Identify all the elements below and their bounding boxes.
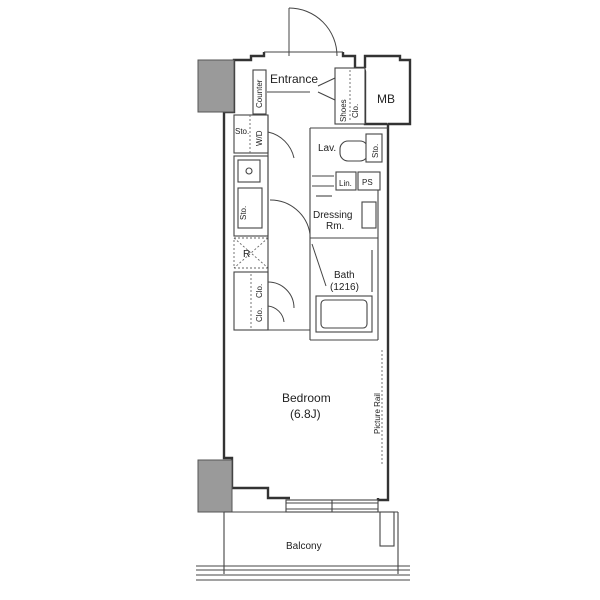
- shoes-clo-label-1: Shoes: [339, 99, 348, 122]
- counter-label: Counter: [255, 79, 264, 108]
- sto-lav-label: Sto.: [371, 144, 380, 158]
- wd-label: W/D: [255, 130, 264, 146]
- interior-walls: [234, 115, 388, 341]
- ps-label: PS: [362, 178, 373, 187]
- clo-label-1: Clo.: [255, 284, 264, 298]
- lin-label: Lin.: [339, 179, 352, 188]
- shoes-clo-label-2: Clo.: [351, 104, 360, 118]
- mb-closet: MB: [363, 54, 412, 126]
- closets: Clo. Clo.: [233, 271, 295, 331]
- lin-ps: Lin. PS: [312, 171, 381, 191]
- entrance-label: Entrance: [270, 72, 318, 86]
- balcony-window[interactable]: [285, 499, 379, 513]
- dressing-room: Dressing Rm.: [269, 195, 378, 239]
- balcony-label: Balcony: [286, 541, 322, 552]
- bedroom-size-label: (6.8J): [290, 407, 321, 421]
- bath-size-label: (1216): [330, 282, 359, 293]
- entrance-area: Entrance Counter Shoes Clo.: [252, 67, 366, 125]
- lav-label: Lav.: [318, 143, 336, 154]
- bath: Bath (1216): [311, 243, 373, 333]
- structural-columns: [197, 59, 235, 513]
- clo-label-2: Clo.: [255, 308, 264, 322]
- bath-label: Bath: [334, 270, 355, 281]
- r-label: R: [243, 249, 250, 260]
- lavatory: Lav. Sto.: [267, 131, 383, 163]
- kitchen: Sto.: [233, 155, 269, 237]
- sto-kitchen-label: Sto.: [239, 206, 248, 220]
- picture-rail-label: Picture Rail: [373, 393, 382, 434]
- storage-wd: Sto. W/D: [233, 114, 269, 154]
- dressing-label-2: Rm.: [326, 221, 344, 232]
- bedroom-label: Bedroom: [282, 391, 331, 405]
- balcony: Balcony: [196, 511, 410, 581]
- mb-label: MB: [377, 92, 395, 106]
- bedroom: Bedroom (6.8J) Picture Rail: [282, 350, 383, 464]
- sto-top-label: Sto.: [235, 127, 249, 136]
- entrance-door[interactable]: [288, 7, 338, 57]
- dressing-label-1: Dressing: [313, 210, 352, 221]
